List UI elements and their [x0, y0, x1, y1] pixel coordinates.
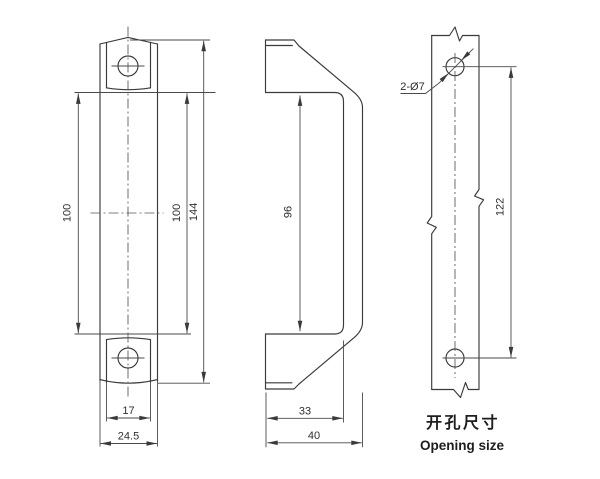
- side-outer-profile: [264, 39, 364, 390]
- front-dim-label-left-100: 100: [62, 204, 74, 222]
- front-bottom-tab-top-edge: [105, 337, 152, 341]
- front-bottom-arc-edge: [99, 379, 159, 384]
- hole-diameter-arrow-lower: [439, 73, 449, 83]
- panel-bottom-edge-with-break: [431, 381, 480, 399]
- front-view: 100 100 144 17 24.5: [62, 26, 216, 447]
- hole-callout-leader: [400, 83, 439, 94]
- panel-top-edge-with-break: [431, 26, 480, 42]
- hole-callout-label: 2-Ø7: [400, 81, 424, 93]
- front-dim-label-right-100: 100: [171, 204, 183, 222]
- panel-dim-label-122: 122: [495, 198, 507, 216]
- panel-right-edge-with-break: [474, 34, 485, 391]
- front-top-tab-bottom-edge: [105, 87, 152, 91]
- caption-chinese: 开孔尺寸: [426, 413, 500, 432]
- front-top-peak-edge: [99, 36, 159, 45]
- side-inner-profile: [264, 91, 345, 335]
- front-dim-label-17: 17: [122, 405, 134, 417]
- hole-diameter-arrow-upper: [461, 51, 471, 61]
- front-dim-label-144: 144: [188, 203, 200, 221]
- front-dim-label-24-5: 24.5: [118, 431, 139, 443]
- opening-size-view: 2-Ø7 122 开孔尺寸 Opening size: [400, 26, 517, 453]
- side-view: 96 33 40: [264, 39, 364, 448]
- side-dim-label-96: 96: [283, 206, 295, 218]
- panel-left-edge-with-break: [426, 34, 437, 391]
- side-dim-label-40: 40: [308, 430, 320, 442]
- side-dim-label-33: 33: [299, 406, 311, 418]
- caption-english: Opening size: [420, 438, 505, 453]
